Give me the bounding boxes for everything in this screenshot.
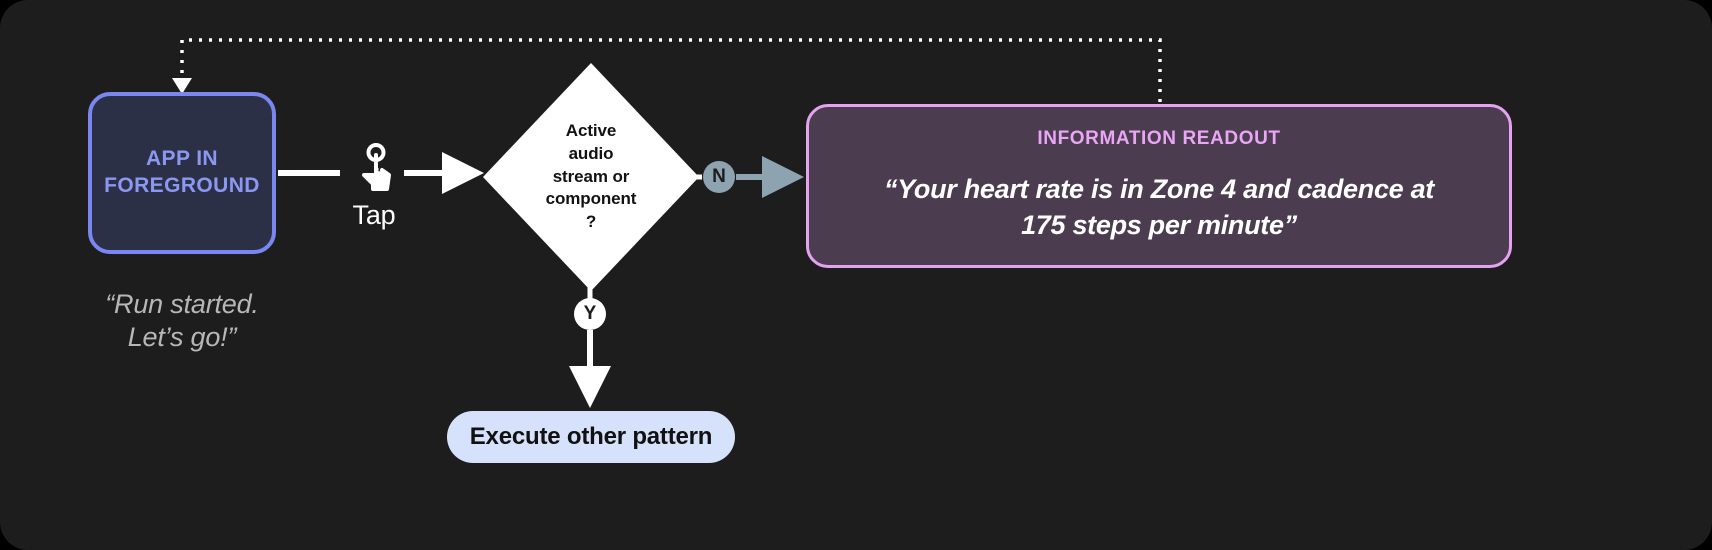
readout-body-line2: 175 steps per minute” <box>1021 210 1297 240</box>
app-node-label-line1: APP IN <box>145 147 219 171</box>
app-node-label: APP IN FOREGROUND <box>104 146 260 200</box>
node-information-readout[interactable]: INFORMATION READOUT “Your heart rate is … <box>806 104 1512 268</box>
branch-badge-no: N <box>703 161 735 193</box>
app-caption-line2: Let’s go!” <box>127 321 237 352</box>
decision-line5: ? <box>585 212 597 232</box>
decision-diamond-label: Active audio stream or component ? <box>516 120 666 234</box>
app-node-caption: “Run started. Let’s go!” <box>60 288 304 354</box>
branch-badge-yes: Y <box>574 298 606 330</box>
decision-line4: component <box>545 189 637 209</box>
node-execute-other-pattern[interactable]: Execute other pattern <box>447 411 735 463</box>
app-caption-line1: “Run started. <box>105 289 259 319</box>
readout-body-line1: “Your heart rate is in Zone 4 and cadenc… <box>884 174 1434 205</box>
readout-body: “Your heart rate is in Zone 4 and cadenc… <box>884 172 1434 243</box>
node-app-in-foreground[interactable]: APP IN FOREGROUND <box>88 92 276 254</box>
gesture-tap-group: Tap <box>336 142 412 231</box>
decision-line1: Active <box>565 121 617 141</box>
app-node-label-line2: FOREGROUND <box>104 174 260 197</box>
readout-title: INFORMATION READOUT <box>1037 128 1281 150</box>
gesture-tap-label: Tap <box>352 200 396 230</box>
decision-line2: audio <box>568 143 614 163</box>
tap-gesture-icon <box>362 143 391 191</box>
decision-line3: stream or <box>552 166 630 186</box>
node-decision-audio-stream[interactable]: Active audio stream or component ? <box>483 63 699 291</box>
